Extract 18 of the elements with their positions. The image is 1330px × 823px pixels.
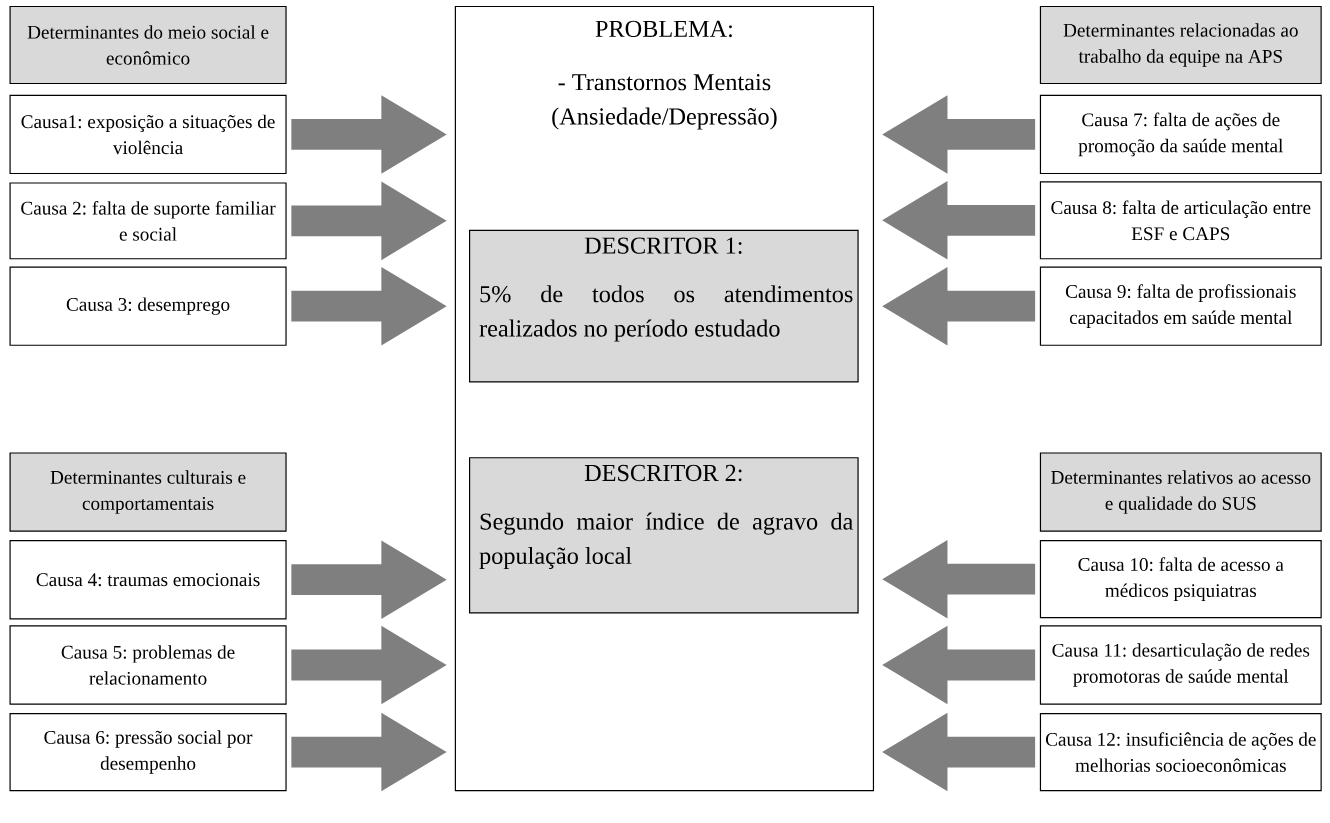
cause-box: Causa1: exposição a situações de violência — [9, 94, 287, 175]
cause-box: Causa 2: falta de suporte familiar e social — [9, 182, 287, 260]
cause-box: Causa 8: falta de articulação entre ESF e CAPS — [1039, 181, 1322, 260]
cause-box: Causa 5: problemas de relacionamento — [9, 625, 287, 705]
descriptor-box: DESCRITOR 1: 5% de todos os atendimentos realizados no período estudado — [469, 229, 859, 383]
category-box: Determinantes relativos ao acesso e qualidade do SUS — [1039, 452, 1322, 532]
cause-box: Causa 4: traumas emocionais — [9, 540, 287, 620]
cause-box: Causa 9: falta de profissionais capacitados em saúde mental — [1039, 266, 1322, 346]
category-box: Determinantes do meio social e econômico — [9, 5, 287, 85]
descriptor-box: DESCRITOR 2: Segundo maior índice de agravo da população local — [469, 457, 859, 614]
cause-box: Causa 3: desemprego — [9, 266, 287, 346]
category-box: Determinantes relacionadas ao trabalho da equipe na APS — [1039, 5, 1322, 85]
cause-box: Causa 11: desarticulação de redes promotoras de saúde mental — [1039, 625, 1322, 705]
cause-box: Causa 6: pressão social por desempenho — [9, 712, 287, 792]
cause-box: Causa 10: falta de acesso a médicos psiquiatras — [1039, 540, 1322, 619]
cause-box: Causa 7: falta de ações de promoção da saúde mental — [1039, 94, 1322, 175]
cause-box: Causa 12: insuficiência de ações de melhorias socioeconômicas — [1039, 712, 1322, 792]
category-box: Determinantes culturais e comportamentais — [9, 452, 287, 532]
